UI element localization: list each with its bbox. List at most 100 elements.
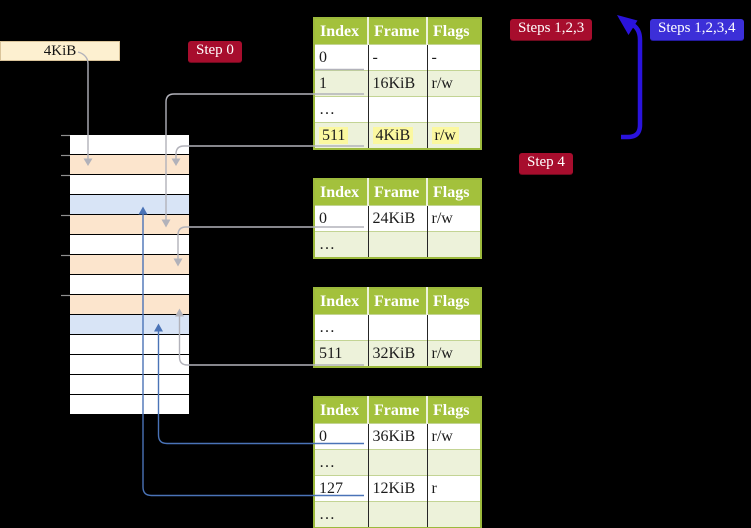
table-row: 0-- — [314, 44, 481, 71]
column-header-frame: Frame — [367, 288, 427, 315]
flags-cell: r/w — [426, 423, 481, 450]
column-header-frame: Frame — [367, 397, 427, 424]
index-cell: 0 — [314, 423, 368, 450]
index-cell: 0 — [314, 205, 368, 232]
index-cell: 127 — [314, 475, 368, 502]
memory-row-plain — [70, 375, 189, 395]
frame-cell — [367, 231, 427, 258]
frame-cell — [367, 501, 427, 528]
index-cell: … — [314, 314, 368, 341]
frame-cell: 16KiB — [367, 70, 427, 97]
index-cell: 511 — [314, 340, 368, 367]
flags-cell — [426, 314, 481, 341]
frame-cell — [367, 449, 427, 476]
column-header-index: Index — [314, 397, 368, 424]
frame-cell — [367, 96, 427, 123]
column-header-index: Index — [314, 18, 368, 45]
frame-cell: 36KiB — [367, 423, 427, 450]
flags-cell — [426, 96, 481, 123]
steps123-badge: Steps 1,2,3 — [510, 19, 593, 41]
flags-cell: r — [426, 475, 481, 502]
memory-frame-label: 4KiB — [0, 41, 120, 61]
steps1234-badge-text: Steps 1,2,3,4 — [658, 20, 736, 36]
flags-cell: r/w — [426, 340, 481, 367]
frame-cell: 4KiB — [367, 122, 427, 149]
index-cell: 0 — [314, 44, 368, 71]
flags-cell: r/w — [426, 205, 481, 232]
memory-strip — [70, 135, 189, 415]
address-tick-marks — [61, 134, 70, 297]
highlight-mark: 511 — [319, 126, 349, 144]
steps123-badge-text: Steps 1,2,3 — [518, 20, 585, 36]
flags-cell: r/w — [426, 70, 481, 97]
index-cell: … — [314, 96, 368, 123]
table-row: … — [314, 231, 481, 258]
memory-row-plain — [70, 175, 189, 195]
memory-row-blue — [70, 195, 189, 215]
memory-row-peach — [70, 215, 189, 235]
column-header-flags: Flags — [426, 179, 481, 206]
memory-row-peach — [70, 255, 189, 275]
index-cell: 511 — [314, 122, 368, 149]
index-cell: … — [314, 231, 368, 258]
arrow-head-icon — [617, 15, 638, 35]
column-header-flags: Flags — [426, 288, 481, 315]
memory-row-blue — [70, 315, 189, 335]
column-header-frame: Frame — [367, 179, 427, 206]
index-cell: … — [314, 449, 368, 476]
frame-cell: - — [367, 44, 427, 71]
memory-row-plain — [70, 355, 189, 375]
table-row: … — [314, 501, 481, 528]
arrow-head-icon — [482, 131, 493, 141]
memory-row-peach — [70, 155, 189, 175]
memory-row-plain — [70, 235, 189, 255]
frame-cell: 24KiB — [367, 205, 427, 232]
table-row: … — [314, 314, 481, 341]
index-cell: … — [314, 501, 368, 528]
frame-cell: 32KiB — [367, 340, 427, 367]
frame-cell: 12KiB — [367, 475, 427, 502]
table-row: 511 4KiB r/w — [314, 122, 481, 149]
table-row: … — [314, 96, 481, 123]
flags-cell — [426, 449, 481, 476]
column-header-index: Index — [314, 179, 368, 206]
table-row: … — [314, 449, 481, 476]
column-header-flags: Flags — [426, 397, 481, 424]
step4-badge: Step 4 — [519, 153, 573, 175]
memory-row-plain — [70, 335, 189, 355]
column-header-index: Index — [314, 288, 368, 315]
memory-row-plain — [70, 395, 189, 415]
highlight-mark: 4KiB — [372, 126, 414, 144]
step0-badge: Step 0 — [188, 41, 242, 63]
column-header-flags: Flags — [426, 18, 481, 45]
flags-cell: r/w — [426, 122, 481, 149]
flags-cell — [426, 231, 481, 258]
step0-badge-text: Step 0 — [196, 42, 234, 58]
steps1234-badge: Steps 1,2,3,4 — [650, 19, 744, 41]
flags-cell: - — [426, 44, 481, 71]
step4-badge-text: Step 4 — [527, 154, 565, 170]
memory-frame-label-text: 4KiB — [43, 42, 77, 59]
highlight-mark: r/w — [431, 126, 459, 144]
memory-row-plain — [70, 135, 189, 155]
memory-row-plain — [70, 275, 189, 295]
column-header-frame: Frame — [367, 18, 427, 45]
memory-row-peach — [70, 295, 189, 315]
flags-cell — [426, 501, 481, 528]
index-cell: 1 — [314, 70, 368, 97]
frame-cell — [367, 314, 427, 341]
loop-back-blue-line — [621, 21, 643, 140]
